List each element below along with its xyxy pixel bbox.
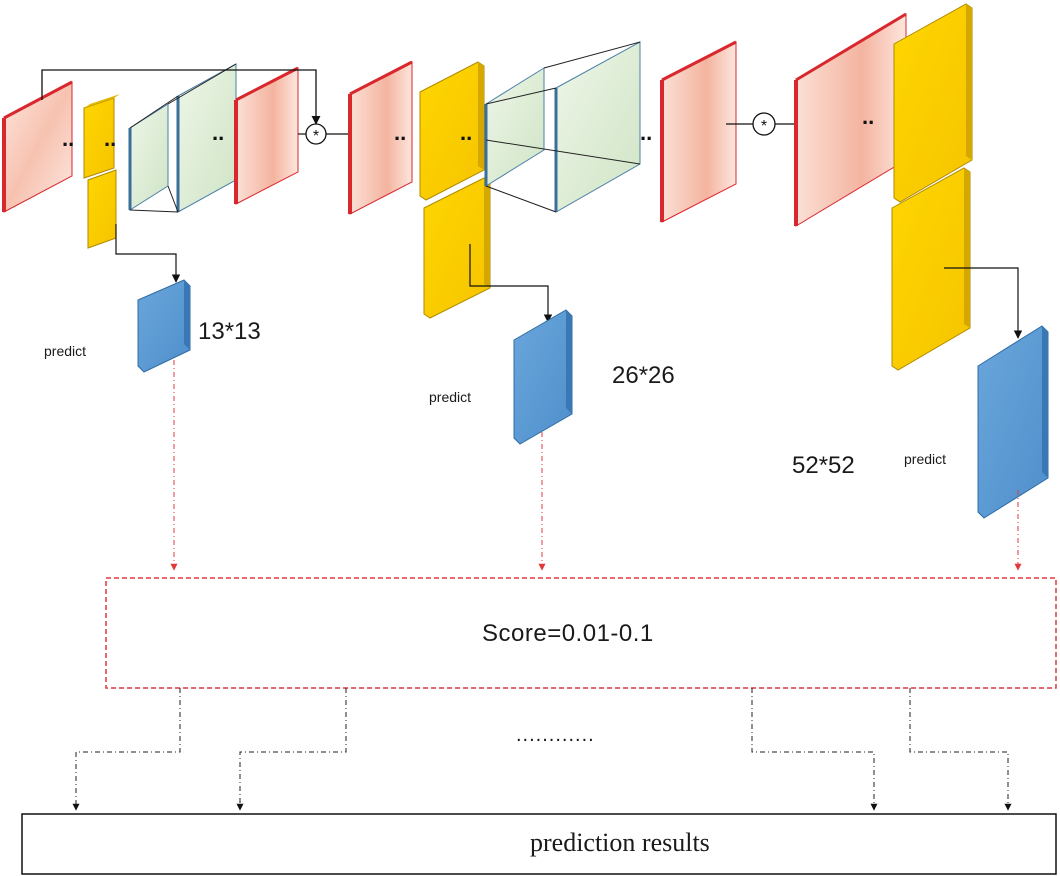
predict-output-26 bbox=[513, 309, 573, 445]
size-label-13: 13*13 bbox=[198, 318, 261, 345]
green-layer bbox=[129, 103, 169, 211]
concat-symbol: * bbox=[313, 128, 319, 145]
predict-label-13: predict bbox=[44, 343, 87, 359]
yellow-feature-map bbox=[419, 61, 485, 201]
svg-text:..: .. bbox=[394, 120, 406, 145]
yellow-branch-map bbox=[423, 177, 491, 319]
predict-output-13 bbox=[137, 279, 191, 373]
score-box bbox=[105, 577, 1057, 689]
size-label-26: 26*26 bbox=[612, 362, 675, 389]
yellow-feature-map bbox=[83, 97, 115, 179]
predict-label-52: predict bbox=[904, 451, 947, 467]
predict-path bbox=[115, 224, 181, 283]
svg-text:..: .. bbox=[862, 104, 874, 129]
green-layer bbox=[555, 41, 641, 213]
predict-output-52 bbox=[977, 325, 1049, 519]
predict-label-26: predict bbox=[429, 389, 472, 405]
size-label-52: 52*52 bbox=[792, 452, 855, 479]
svg-text:..: .. bbox=[62, 126, 74, 151]
predict-path bbox=[469, 244, 553, 323]
ellipsis-text: ............ bbox=[516, 724, 595, 746]
results-box bbox=[21, 813, 1057, 875]
results-text: prediction results bbox=[530, 828, 710, 857]
conv-layer bbox=[661, 41, 737, 223]
skip-connection bbox=[41, 69, 321, 125]
green-layer bbox=[485, 67, 545, 187]
result-link bbox=[72, 688, 181, 811]
svg-text:..: .. bbox=[212, 120, 224, 145]
result-link bbox=[751, 688, 878, 811]
score-text: Score=0.01-0.1 bbox=[482, 620, 654, 647]
predict-path bbox=[944, 267, 1023, 339]
result-link bbox=[236, 688, 347, 811]
result-link bbox=[909, 688, 1012, 811]
stage-13-layers: .. .. .. bbox=[2, 63, 299, 249]
svg-text:..: .. bbox=[460, 120, 472, 145]
svg-text:..: .. bbox=[640, 120, 652, 145]
conv-layer bbox=[235, 67, 299, 205]
yellow-branch-map bbox=[87, 169, 117, 249]
green-layer bbox=[177, 63, 237, 213]
svg-text:..: .. bbox=[104, 126, 116, 151]
stage-52-layers: .. bbox=[794, 3, 973, 371]
concat-symbol: * bbox=[761, 118, 767, 135]
stage-26-layers: .. .. .. bbox=[348, 40, 737, 319]
